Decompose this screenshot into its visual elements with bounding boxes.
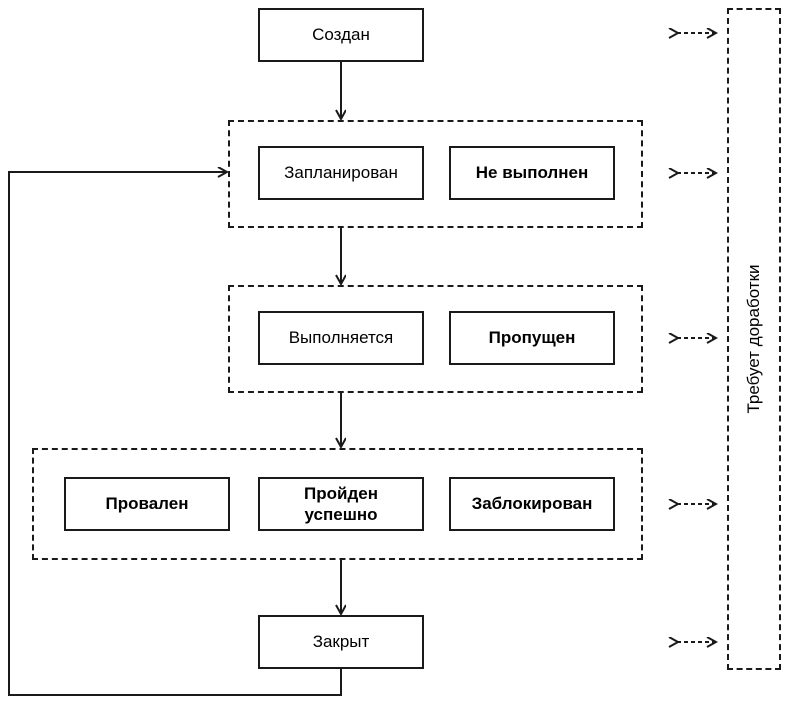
state-box-not-done[interactable]: Не выполнен bbox=[449, 146, 615, 200]
state-label-failed: Провален bbox=[105, 494, 189, 514]
state-box-failed[interactable]: Провален bbox=[64, 477, 230, 531]
state-label-created: Создан bbox=[312, 25, 370, 45]
state-box-passed[interactable]: Пройден успешно bbox=[258, 477, 424, 531]
state-label-not-done: Не выполнен bbox=[475, 163, 589, 183]
state-label-blocked: Заблокирован bbox=[471, 494, 593, 514]
state-box-planned[interactable]: Запланирован bbox=[258, 146, 424, 200]
state-label-planned: Запланирован bbox=[284, 163, 398, 183]
state-box-created[interactable]: Создан bbox=[258, 8, 424, 62]
rework-panel-label: Требует доработки bbox=[744, 264, 763, 414]
state-box-skipped[interactable]: Пропущен bbox=[449, 311, 615, 365]
state-box-closed[interactable]: Закрыт bbox=[258, 615, 424, 669]
state-label-closed: Закрыт bbox=[312, 632, 370, 652]
state-label-passed: Пройден успешно bbox=[304, 483, 378, 524]
state-box-blocked[interactable]: Заблокирован bbox=[449, 477, 615, 531]
state-box-running[interactable]: Выполняется bbox=[258, 311, 424, 365]
state-label-running: Выполняется bbox=[288, 328, 394, 348]
rework-panel[interactable] bbox=[727, 8, 781, 670]
state-label-skipped: Пропущен bbox=[488, 328, 576, 348]
